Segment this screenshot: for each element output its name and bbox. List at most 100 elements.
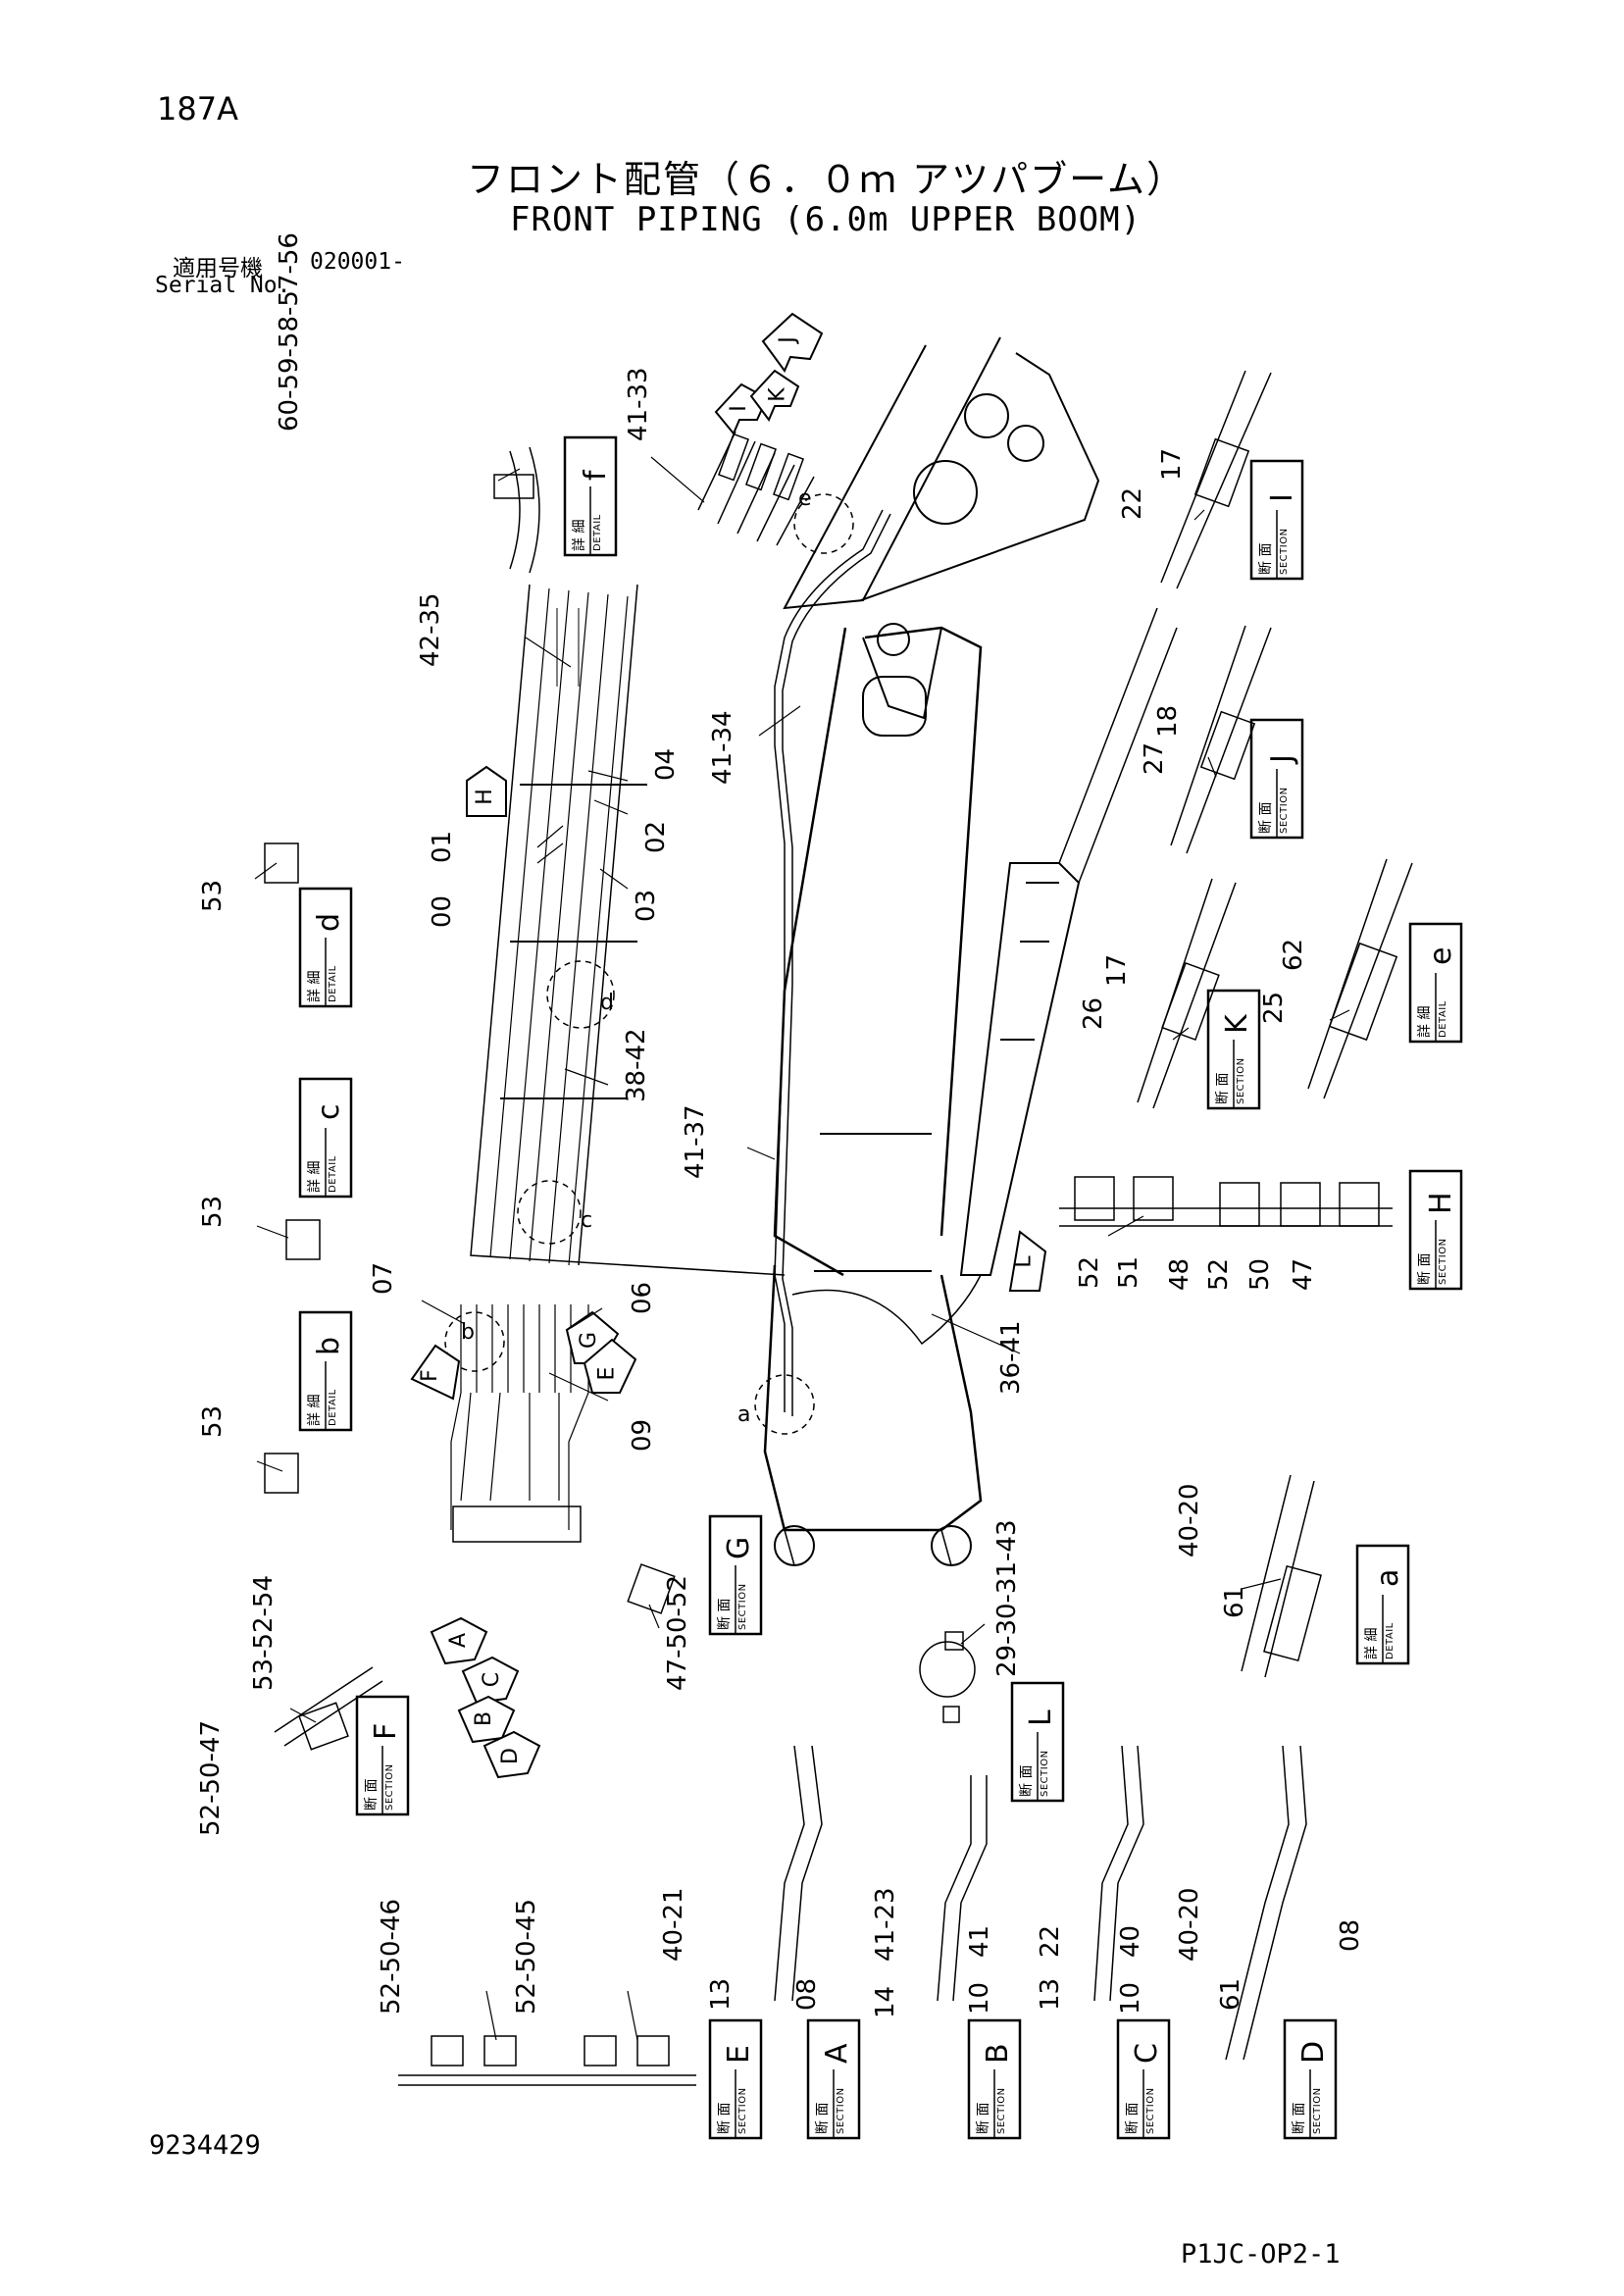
lower-hose-bundle <box>444 1304 589 1543</box>
detail-tag-d: d <box>600 991 614 1015</box>
panel-jp-label: 断 面 <box>1215 1072 1231 1104</box>
part-label: 27 <box>1140 741 1169 775</box>
part-label: 26 <box>1079 996 1108 1030</box>
panel-jp-label: 断 面 <box>717 2102 733 2134</box>
panel-en-label: SECTION <box>737 1583 748 1630</box>
panel-jp-label: 断 面 <box>717 1598 733 1630</box>
panel-en-label: DETAIL <box>328 1155 338 1193</box>
part-label: 00 <box>428 894 457 928</box>
panel-letter: f <box>579 470 613 481</box>
part-label: 52-50-46 <box>377 1898 406 2015</box>
part-label: 41-33 <box>624 367 653 441</box>
arrow-H: H <box>472 789 497 805</box>
hose-bundle-section <box>470 493 854 1435</box>
part-label: 14 <box>871 1985 900 2018</box>
title-japanese: フロント配管（６．０ｍ アツパブーム） <box>467 158 1186 201</box>
part-label: 06 <box>628 1281 657 1314</box>
part-label: 52-50-47 <box>196 1719 226 1836</box>
part-label: 01 <box>428 830 457 863</box>
panel-jp-label: 詳 細 <box>307 970 323 1002</box>
panel-letter: A <box>820 2043 854 2064</box>
serial-value: 020001- <box>310 249 405 275</box>
panel-en-label: SECTION <box>996 2087 1007 2134</box>
title-english: FRONT PIPING (6.0m UPPER BOOM) <box>510 200 1142 239</box>
panel-en-label: SECTION <box>1312 2087 1323 2134</box>
part-label: 09 <box>628 1418 657 1452</box>
panel-jp-label: 断 面 <box>1292 2102 1307 2134</box>
part-label: 60-59-58-57-56 <box>275 232 304 432</box>
panel-jp-label: 断 面 <box>1019 1764 1035 1797</box>
arrow-E: E <box>594 1366 620 1381</box>
panel-en-label: DETAIL <box>592 514 603 551</box>
detail-tag-b: b <box>461 1320 475 1345</box>
part-label: 17 <box>1157 447 1187 481</box>
panel-jp-label: 詳 細 <box>307 1394 323 1426</box>
part-label: 47 <box>1289 1257 1318 1291</box>
arrow-B: B <box>472 1710 497 1727</box>
part-label: 40 <box>1116 1924 1145 1958</box>
panel-letter: B <box>981 2043 1015 2064</box>
part-label: 10 <box>965 1981 994 2015</box>
detail-tag-e: e <box>798 486 812 511</box>
detail-tag-c: c <box>581 1208 593 1233</box>
panel-jp-label: 断 面 <box>976 2102 991 2134</box>
arrow-G: G <box>577 1331 602 1350</box>
panel-en-label: DETAIL <box>1438 1000 1448 1038</box>
leader-lines <box>254 456 1350 2041</box>
part-label: 40-20 <box>1175 1483 1204 1557</box>
page-number: 187A <box>157 90 238 128</box>
detail-tag-a: a <box>737 1403 751 1427</box>
panel-en-label: DETAIL <box>1385 1622 1396 1659</box>
serial-label-japanese: 適用号機 <box>173 256 263 281</box>
arrow-K: K <box>765 387 790 402</box>
panel-letter: H <box>1424 1192 1458 1214</box>
panel-en-label: SECTION <box>1236 1057 1246 1104</box>
part-label: 13 <box>1036 1977 1065 2011</box>
panel-letter: a <box>1371 1568 1405 1587</box>
panel-en-label: SECTION <box>737 2087 748 2134</box>
panel-jp-label: 詳 細 <box>307 1160 323 1193</box>
panel-en-label: SECTION <box>1279 528 1290 575</box>
drawing-number: 9234429 <box>149 2130 261 2161</box>
panel-en-label: SECTION <box>1040 1750 1050 1797</box>
arrow-J: J <box>775 336 800 343</box>
part-label: 17 <box>1102 953 1132 987</box>
part-label: 51 <box>1114 1255 1143 1289</box>
panel-letter: D <box>1296 2040 1331 2064</box>
panel-letter: E <box>722 2045 756 2064</box>
part-label: 53 <box>198 1404 228 1438</box>
panel-en-label: SECTION <box>1145 2087 1156 2134</box>
panel-letter: J <box>1265 754 1299 763</box>
arrow-A: A <box>446 1632 472 1649</box>
panel-jp-label: 詳 細 <box>572 519 587 551</box>
part-label: 22 <box>1118 486 1147 520</box>
panel-letter: L <box>1024 1709 1058 1726</box>
panel-en-label: SECTION <box>384 1763 395 1811</box>
panel-letter: d <box>312 912 346 932</box>
panel-en-label: DETAIL <box>328 1389 338 1426</box>
panel-letter: e <box>1424 946 1458 965</box>
serial-label-english: Serial No. <box>155 273 291 298</box>
panel-jp-label: 断 面 <box>1258 801 1274 834</box>
sheet-code: P1JC-OP2-1 <box>1181 2239 1341 2270</box>
part-label: 41-23 <box>871 1887 900 1962</box>
arrow-I: I <box>726 405 751 412</box>
panel-jp-label: 断 面 <box>1125 2102 1141 2134</box>
part-label: 41-37 <box>681 1104 710 1179</box>
part-label: 52 <box>1075 1255 1104 1289</box>
panel-en-label: SECTION <box>836 2087 846 2134</box>
arrow-F: F <box>417 1369 442 1382</box>
part-label: 29-30-31-43 <box>992 1519 1022 1677</box>
panel-letter: c <box>312 1103 346 1121</box>
part-label: 52-50-45 <box>512 1898 541 2015</box>
part-label: 22 <box>1036 1924 1065 1958</box>
panel-jp-label: 断 面 <box>815 2102 831 2134</box>
part-label: 61 <box>1220 1585 1249 1618</box>
part-label: 25 <box>1259 991 1289 1024</box>
panel-letter: K <box>1220 1014 1254 1034</box>
arrow-L: L <box>1011 1255 1037 1268</box>
part-label: 18 <box>1153 704 1183 738</box>
panel-en-label: SECTION <box>1279 787 1290 834</box>
panel-letter: C <box>1130 2043 1164 2064</box>
